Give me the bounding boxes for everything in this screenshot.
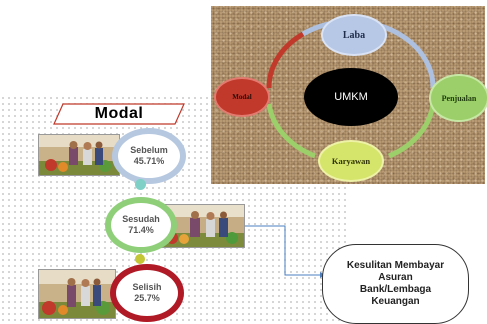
stat-sebelum-label: Sebelum (130, 145, 168, 155)
stat-sebelum: Sebelum 45.71% (112, 128, 186, 184)
cycle-ring (266, 19, 436, 159)
stat-selisih-value: 25.7% (134, 293, 160, 303)
modal-title: Modal (94, 105, 144, 122)
cycle-center-label: UMKM (334, 91, 368, 103)
cycle-node-laba: Laba (321, 14, 387, 56)
cycle-node-karyawan: Karyawan (318, 140, 384, 182)
market-photo-3 (38, 269, 116, 319)
cycle-node-modal: Modal (214, 77, 270, 117)
ring-arc-top-left (266, 31, 305, 89)
cycle-node-karyawan-label: Karyawan (331, 156, 371, 166)
cycle-node-modal-label: Modal (232, 93, 252, 101)
cycle-center-umkm: UMKM (304, 68, 398, 126)
stat-sesudah: Sesudah 71.4% (105, 197, 177, 253)
stat-selisih-label: Selisih (132, 282, 162, 292)
ring-arc-bottom-right (388, 103, 436, 159)
stat-selisih: Selisih 25.7% (110, 264, 184, 322)
connector-bead-olive (135, 254, 145, 264)
ring-arc-top-right (397, 31, 436, 89)
callout-bubble: Kesulitan Membayar Asuran Bank/Lembaga K… (322, 244, 469, 324)
connector-to-callout (243, 225, 320, 276)
stat-sebelum-value: 45.71% (133, 156, 165, 166)
ring-arc-bottom-left (266, 103, 316, 159)
stat-sesudah-label: Sesudah (122, 214, 160, 224)
modal-header-shape (53, 103, 185, 125)
stat-sesudah-value: 71.4% (128, 225, 154, 235)
market-photo-2 (161, 204, 245, 248)
callout-text: Kesulitan Membayar Asuran Bank/Lembaga K… (346, 260, 445, 307)
cycle-node-penjualan-label: Penjualan (441, 93, 477, 103)
cycle-node-penjualan: Penjualan (429, 74, 487, 122)
market-photo-1 (38, 134, 120, 176)
cycle-node-laba-label: Laba (342, 29, 366, 41)
connector-bead-teal (135, 179, 146, 190)
